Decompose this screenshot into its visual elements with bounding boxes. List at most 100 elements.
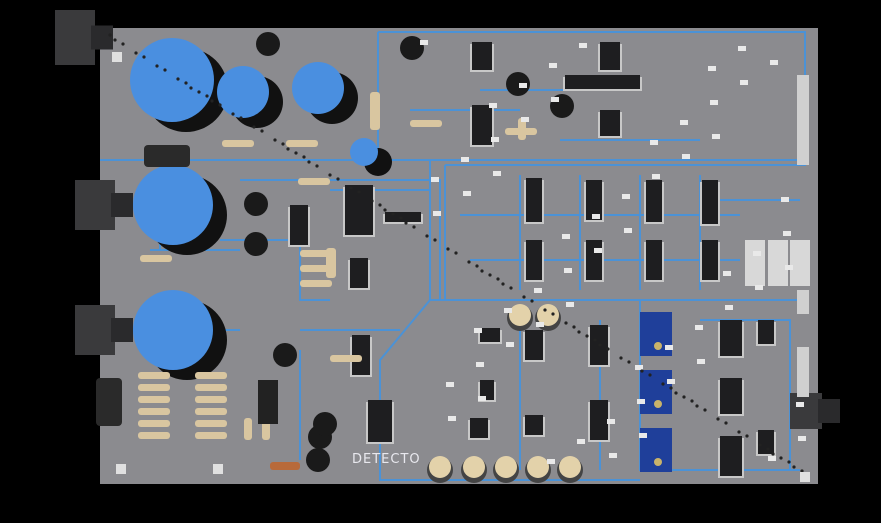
led (429, 456, 451, 478)
integrated-circuit (646, 180, 662, 222)
inductor-barrel (144, 145, 190, 167)
smd-component (622, 194, 630, 199)
via (787, 460, 791, 464)
via (218, 103, 222, 107)
integrated-circuit (526, 240, 542, 280)
trimmer-screw (654, 342, 662, 350)
integrated-circuit (480, 328, 500, 342)
via (370, 199, 374, 203)
smd-component (446, 382, 454, 387)
resistor (138, 396, 170, 403)
smd-component (549, 63, 557, 68)
via (121, 42, 125, 46)
smd-component (770, 60, 778, 65)
via (509, 286, 513, 290)
via (349, 186, 353, 190)
via (155, 64, 159, 68)
integrated-circuit (758, 320, 774, 344)
integrated-circuit (368, 400, 392, 442)
voltage-regulator (55, 10, 95, 65)
via (585, 334, 589, 338)
regulator-body (818, 399, 840, 423)
smd-component (740, 80, 748, 85)
via (307, 160, 311, 164)
smd-component (594, 248, 602, 253)
via (197, 90, 201, 94)
smd-component (474, 328, 482, 333)
via (682, 395, 686, 399)
smd-component (650, 140, 658, 145)
smd-component (609, 453, 617, 458)
via (572, 325, 576, 329)
integrated-circuit (385, 212, 421, 222)
electrolytic-capacitor (133, 165, 213, 245)
led (509, 304, 531, 326)
integrated-circuit (526, 178, 542, 222)
via (800, 469, 804, 473)
smd-component (624, 228, 632, 233)
via (404, 221, 408, 225)
via (619, 356, 623, 360)
via (695, 404, 699, 408)
via (399, 216, 403, 220)
electrolytic-capacitor (350, 138, 378, 166)
integrated-circuit (720, 320, 742, 356)
via (446, 247, 450, 251)
via (113, 38, 117, 42)
smd-component (431, 177, 439, 182)
via (286, 147, 290, 151)
integrated-circuit (586, 180, 602, 220)
smd-component (506, 342, 514, 347)
smd-component (798, 436, 806, 441)
transistor (306, 448, 330, 472)
smd-component (680, 120, 688, 125)
via (336, 177, 340, 181)
mounting-pad (213, 464, 223, 474)
transistor (400, 36, 424, 60)
via (716, 417, 720, 421)
via (467, 260, 471, 264)
via (189, 86, 193, 90)
resistor (195, 396, 227, 403)
voltage-regulator (75, 180, 115, 230)
via (669, 386, 673, 390)
via (593, 338, 597, 342)
smd-component (461, 157, 469, 162)
via (184, 81, 188, 85)
smd-component (504, 308, 512, 313)
via (142, 55, 146, 59)
integrated-circuit (480, 380, 494, 400)
transistor (506, 72, 530, 96)
via (378, 203, 382, 207)
resistor (195, 372, 227, 379)
via (606, 347, 610, 351)
via (260, 129, 264, 133)
smd-component (725, 305, 733, 310)
via (273, 138, 277, 142)
via (231, 112, 235, 116)
led (495, 456, 517, 478)
resistor (330, 355, 362, 362)
transistor (244, 192, 268, 216)
via (163, 68, 167, 72)
via (792, 465, 796, 469)
crystal-can (96, 378, 122, 426)
smd-component (577, 439, 585, 444)
via (703, 408, 707, 412)
via (108, 33, 112, 37)
resistor (138, 372, 170, 379)
smd-component (478, 396, 486, 401)
resistor (300, 265, 332, 272)
via (551, 312, 555, 316)
smd-component (491, 137, 499, 142)
board-label: DETECTO (352, 452, 421, 467)
via (239, 116, 243, 120)
smd-component (652, 174, 660, 179)
smd-component (665, 345, 673, 350)
via (745, 434, 749, 438)
led (463, 456, 485, 478)
via (488, 273, 492, 277)
via (737, 430, 741, 434)
resistor (195, 408, 227, 415)
integrated-circuit (350, 258, 368, 288)
